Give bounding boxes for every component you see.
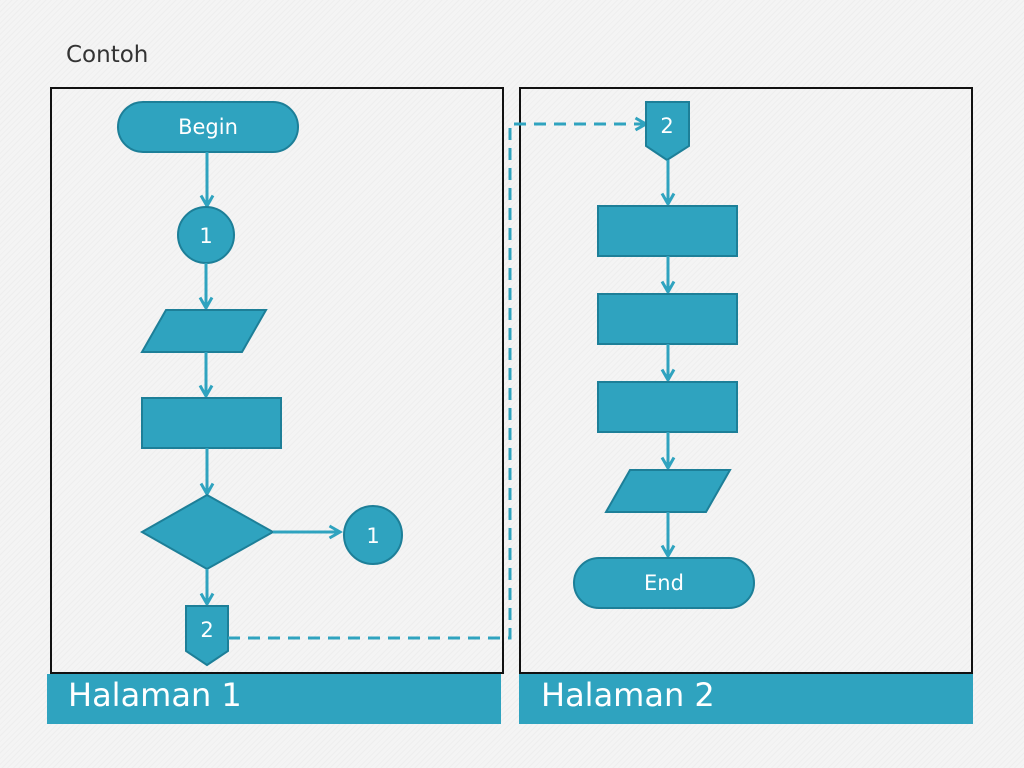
end-terminator [573,557,755,609]
offpage-connector-2-page1-label: 2 [200,618,213,642]
offpage-connector-2-page1 [185,605,229,667]
page1-frame [50,87,504,674]
decision-diamond [139,493,276,571]
offpage-connector-2-page2 [645,101,690,162]
process-rect-page2-2 [597,293,738,345]
slide-title: Contoh [66,42,149,68]
page2-label: Halaman 2 [541,676,715,714]
page2-frame [519,87,973,674]
page1-label: Halaman 1 [68,676,242,714]
begin-label: Begin [178,115,238,139]
process-rect-page2-3 [597,381,738,433]
connector-1-top-label: 1 [199,224,212,248]
dashed-offpage-link [228,116,650,640]
connector-1-right [343,505,403,565]
connector-1-right-label: 1 [366,524,379,548]
offpage-connector-2-page2-label: 2 [660,114,673,138]
page2-band [519,674,973,724]
page1-band [47,674,501,724]
end-label: End [644,571,684,595]
process-rect-page2-1 [597,205,738,257]
io-parallelogram-page1 [140,309,268,353]
process-rect-page1 [141,397,282,449]
io-parallelogram-page2 [604,469,732,513]
